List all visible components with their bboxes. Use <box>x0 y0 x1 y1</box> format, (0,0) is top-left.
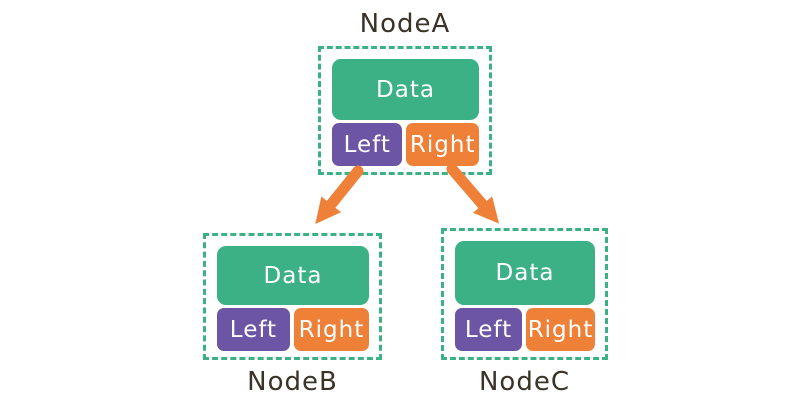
node-c-data-block: Data <box>455 241 595 305</box>
node-c-box: Data Left Right NodeC <box>441 228 608 397</box>
node-b-box: Data Left Right NodeB <box>203 233 382 397</box>
node-a-pointer-row: Left Right <box>332 123 479 166</box>
arrow-nodea-to-nodeb <box>315 165 364 224</box>
node-b-pointer-row: Left Right <box>217 308 369 351</box>
node-b-data-block: Data <box>217 246 369 305</box>
node-b-label: NodeB <box>247 367 338 397</box>
node-c-pointer-row: Left Right <box>455 308 595 351</box>
arrow-nodea-to-nodec <box>446 163 500 224</box>
node-c-right-block: Right <box>525 308 595 351</box>
node-a-left-block: Left <box>332 123 403 166</box>
node-a-data-block: Data <box>332 59 479 120</box>
node-c-label: NodeC <box>478 367 570 397</box>
node-c-left-block: Left <box>455 308 522 351</box>
node-a-right-block: Right <box>406 123 479 166</box>
node-b-right-block: Right <box>293 308 369 351</box>
node-a-label: NodeA <box>359 9 451 39</box>
node-a-box: NodeA Data Left Right <box>318 9 492 175</box>
node-b-left-block: Left <box>217 308 290 351</box>
